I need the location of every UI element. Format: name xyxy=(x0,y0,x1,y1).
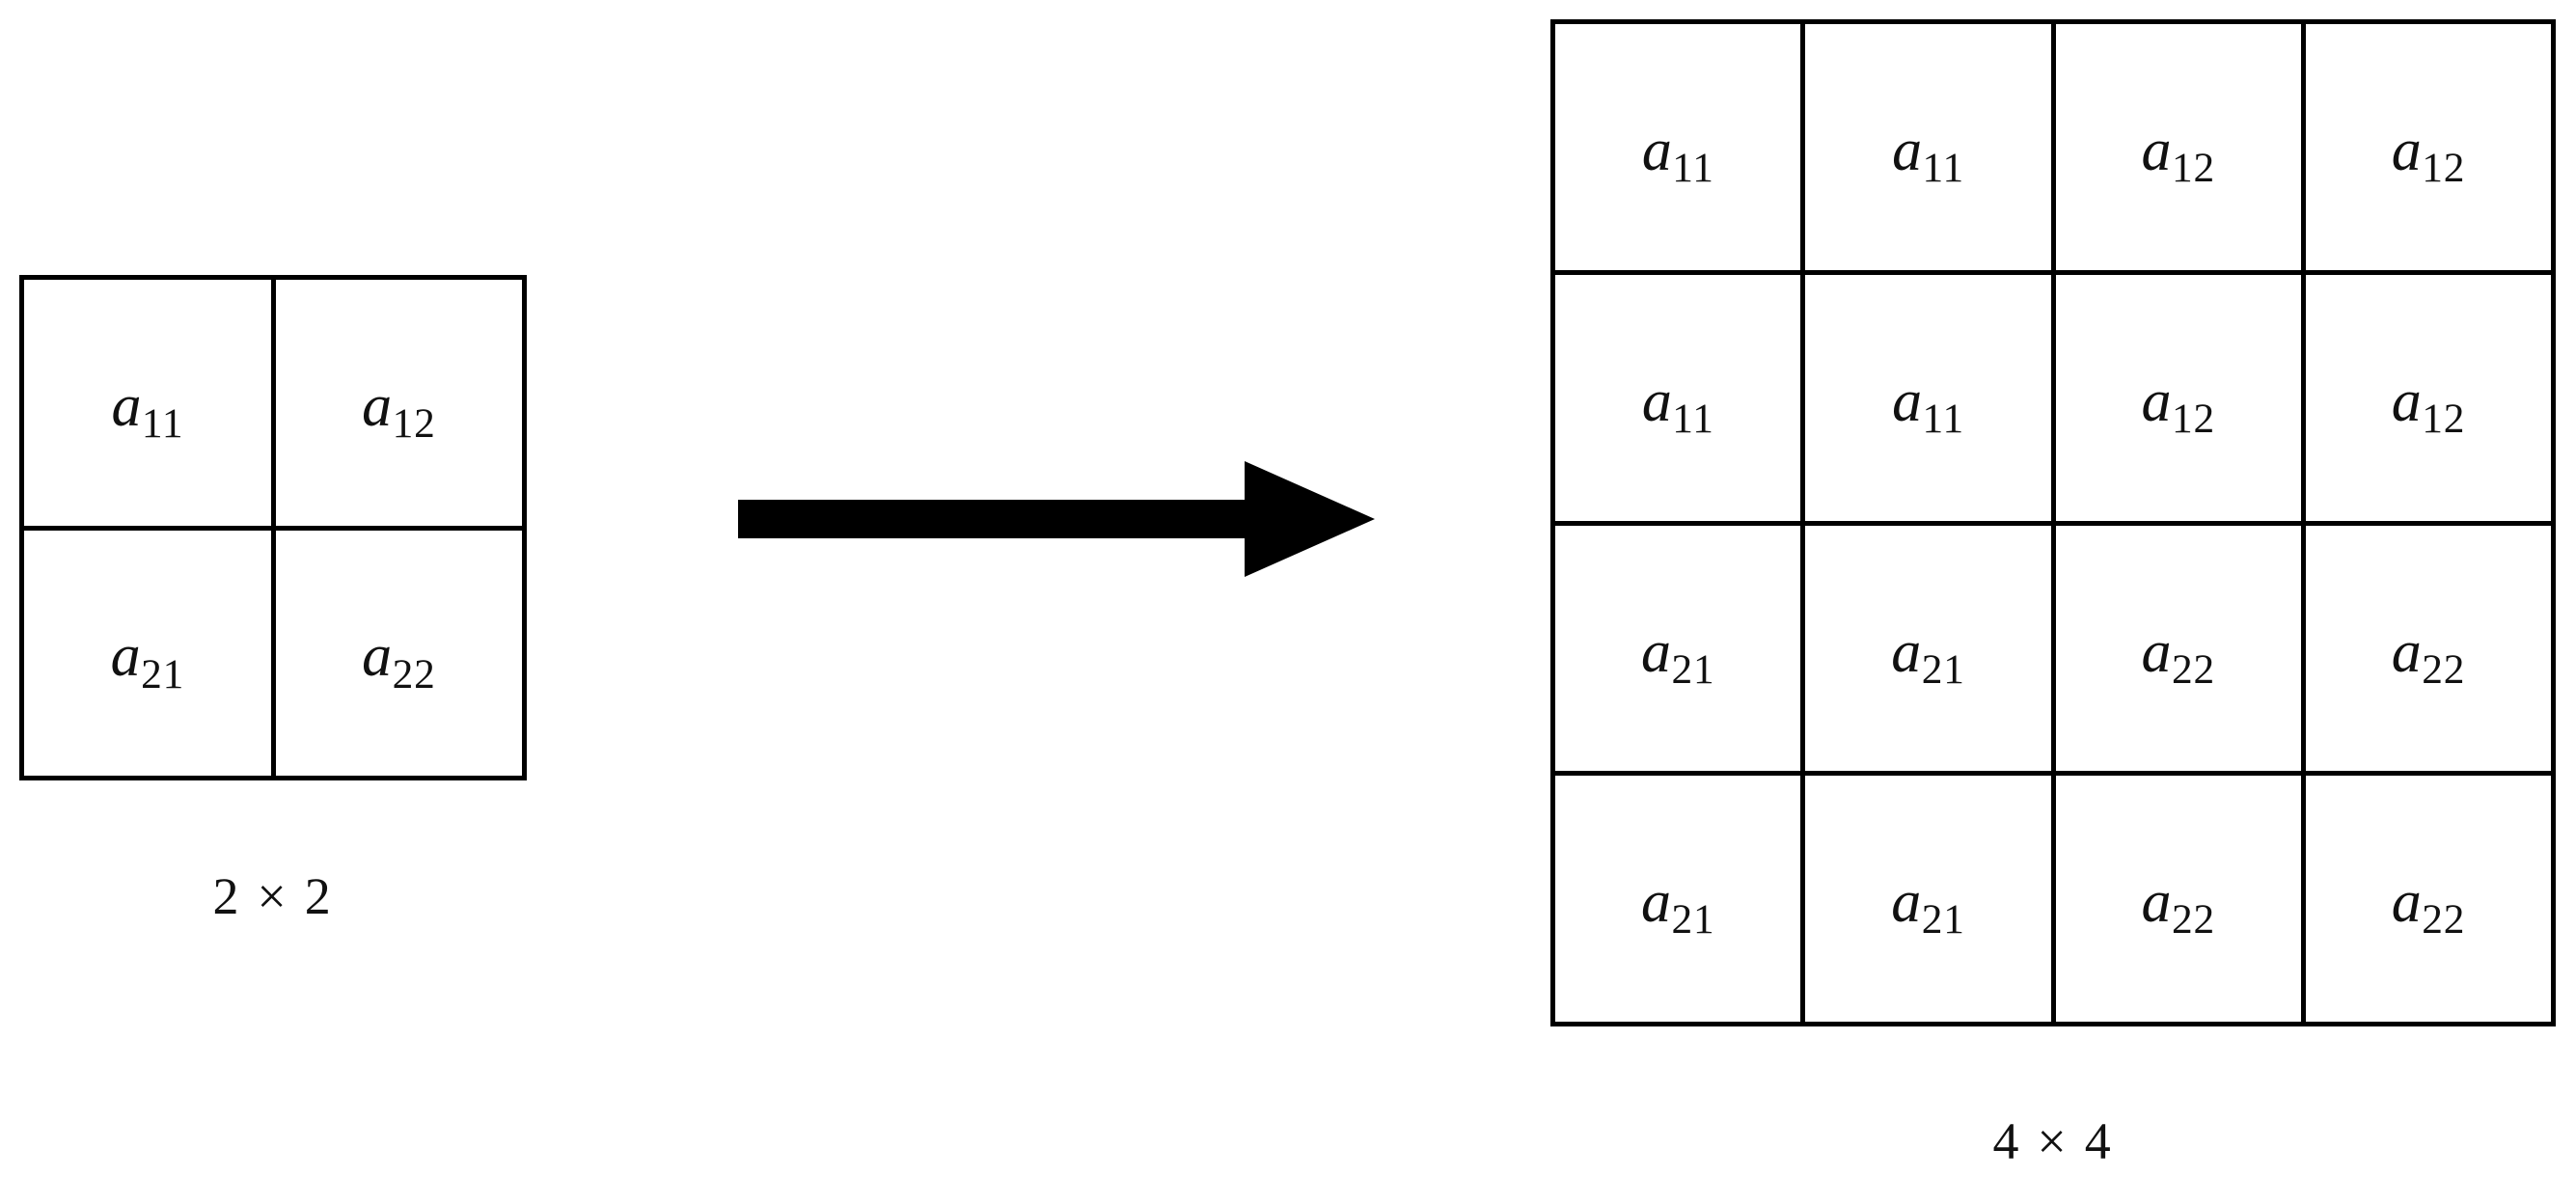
cell-base: a xyxy=(1892,118,1923,184)
matrix-cell: a12 xyxy=(2055,24,2301,270)
cell-label: a21 xyxy=(1641,869,1714,941)
matrix-cell: a22 xyxy=(275,530,522,776)
cell-base: a xyxy=(362,623,393,690)
cell-subscript: 22 xyxy=(2171,645,2216,693)
cell-label: a12 xyxy=(2391,118,2465,189)
matrix-cell: a11 xyxy=(1805,274,2051,521)
cell-subscript: 21 xyxy=(1921,645,1965,693)
cell-base: a xyxy=(1641,618,1672,685)
source-matrix-2x2: a11 a12 a21 a22 xyxy=(19,275,527,780)
matrix-cell: a11 xyxy=(1555,274,1801,521)
cell-subscript: 21 xyxy=(1671,645,1715,693)
matrix-cell: a21 xyxy=(1805,776,2051,1022)
cell-label: a21 xyxy=(110,623,184,695)
cell-base: a xyxy=(2391,118,2422,184)
cell-label: a12 xyxy=(2391,368,2465,440)
cell-label: a21 xyxy=(1641,618,1714,691)
matrix-cell: a11 xyxy=(24,280,271,526)
matrix-cell: a21 xyxy=(1555,776,1801,1022)
cell-subscript: 21 xyxy=(1671,896,1715,944)
cell-subscript: 11 xyxy=(1672,145,1714,192)
cell-label: a12 xyxy=(2141,118,2215,189)
matrix-cell: a21 xyxy=(1805,525,2051,772)
matrix-cell: a12 xyxy=(2305,24,2551,270)
matrix-cell: a12 xyxy=(275,280,522,526)
cell-base: a xyxy=(362,372,393,439)
cell-base: a xyxy=(2391,869,2422,936)
cell-label: a12 xyxy=(2141,368,2215,440)
cell-label: a11 xyxy=(1641,368,1714,440)
cell-subscript: 12 xyxy=(2171,395,2216,442)
arrow-right-icon xyxy=(738,461,1375,577)
cell-base: a xyxy=(1641,869,1672,936)
cell-label: a11 xyxy=(111,372,183,445)
cell-base: a xyxy=(2141,869,2172,936)
cell-subscript: 21 xyxy=(1921,896,1965,944)
cell-label: a22 xyxy=(2391,618,2465,691)
matrix-cell: a11 xyxy=(1555,24,1801,270)
result-matrix-caption: 4 × 4 xyxy=(1992,1112,2114,1170)
cell-label: a11 xyxy=(1892,368,1964,440)
cell-label: a12 xyxy=(362,372,435,445)
cell-subscript: 12 xyxy=(2422,145,2466,192)
cell-base: a xyxy=(2141,368,2172,434)
cell-subscript: 21 xyxy=(141,650,185,698)
matrix-cell: a22 xyxy=(2305,776,2551,1022)
cell-base: a xyxy=(2141,618,2172,685)
cell-label: a22 xyxy=(2141,618,2215,691)
cell-subscript: 11 xyxy=(1672,395,1714,442)
cell-base: a xyxy=(2391,368,2422,434)
matrix-cell: a21 xyxy=(24,530,271,776)
matrix-cell: a22 xyxy=(2305,525,2551,772)
result-matrix-4x4: a11 a11 a12 a12 a11 a11 a12 a12 a21 a21 xyxy=(1550,19,2556,1026)
matrix-cell: a12 xyxy=(2305,274,2551,521)
cell-base: a xyxy=(2141,118,2172,184)
cell-subscript: 12 xyxy=(392,400,436,448)
cell-base: a xyxy=(110,623,141,690)
cell-label: a11 xyxy=(1892,118,1964,189)
cell-subscript: 22 xyxy=(2422,896,2466,944)
cell-base: a xyxy=(2391,618,2422,685)
matrix-cell: a12 xyxy=(2055,274,2301,521)
cell-subscript: 11 xyxy=(1922,395,1965,442)
cell-base: a xyxy=(1641,118,1672,184)
matrix-cell: a22 xyxy=(2055,776,2301,1022)
source-matrix-caption: 2 × 2 xyxy=(212,867,334,925)
cell-label: a22 xyxy=(2391,869,2465,941)
matrix-cell: a21 xyxy=(1555,525,1801,772)
cell-base: a xyxy=(1892,368,1923,434)
cell-base: a xyxy=(1891,618,1922,685)
cell-base: a xyxy=(1891,869,1922,936)
cell-subscript: 22 xyxy=(2171,896,2216,944)
cell-base: a xyxy=(1641,368,1672,434)
cell-subscript: 11 xyxy=(1922,145,1965,192)
matrix-cell: a11 xyxy=(1805,24,2051,270)
cell-label: a21 xyxy=(1891,618,1964,691)
cell-label: a11 xyxy=(1641,118,1714,189)
matrix-cell: a22 xyxy=(2055,525,2301,772)
cell-subscript: 22 xyxy=(392,650,436,698)
cell-base: a xyxy=(111,372,142,439)
cell-label: a21 xyxy=(1891,869,1964,941)
cell-subscript: 12 xyxy=(2422,395,2466,442)
cell-subscript: 12 xyxy=(2171,145,2216,192)
cell-label: a22 xyxy=(2141,869,2215,941)
cell-label: a22 xyxy=(362,623,435,695)
cell-subscript: 22 xyxy=(2422,645,2466,693)
cell-subscript: 11 xyxy=(141,400,184,448)
